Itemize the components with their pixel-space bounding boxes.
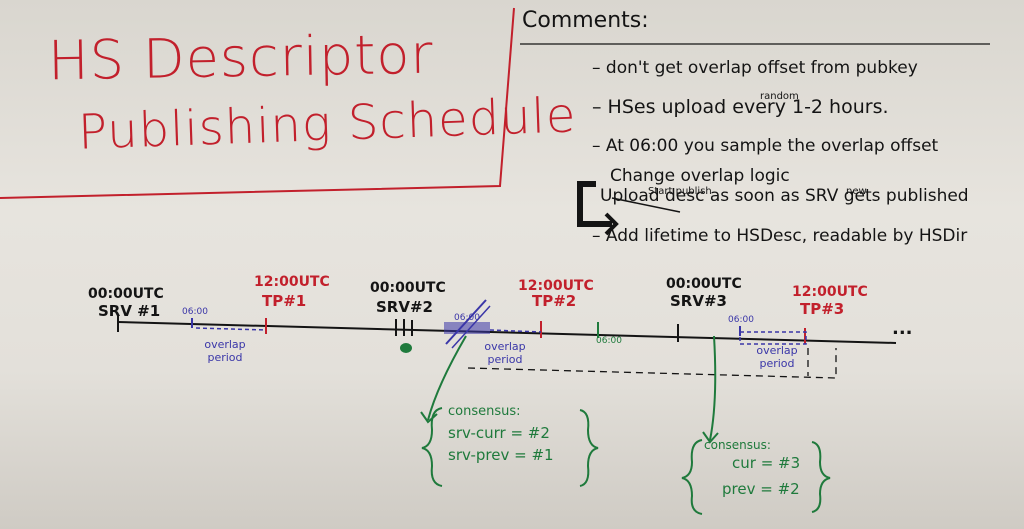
timeline-continuation: ... — [892, 318, 913, 339]
scribble-slash-2 — [451, 305, 491, 349]
tp1-time-label: 12:00UTC — [254, 274, 330, 290]
comment-arrow — [577, 181, 612, 227]
brace-left-2 — [681, 439, 703, 515]
scribble-block — [444, 322, 490, 334]
srv1-label: SRV #1 — [98, 302, 161, 320]
scribble-slash-1 — [445, 299, 487, 345]
timeline-axis — [117, 321, 897, 344]
window-dash — [467, 348, 837, 379]
overlap-period-label-1: overlap period — [204, 338, 246, 364]
tp3-time-label: 12:00UTC — [792, 284, 868, 300]
note-start-publish: Start publish — [648, 186, 712, 197]
tp1-label: TP#1 — [262, 292, 307, 310]
consensus-2-line-1: cur = #3 — [732, 454, 801, 472]
title-line-1: HS Descriptor — [47, 22, 435, 93]
comment-item-3: – At 06:00 you sample the overlap offset — [592, 136, 939, 156]
comment-item-5: Upload desc as soon as SRV gets publishe… — [600, 186, 969, 206]
consensus-1-line-1: srv-curr = #2 — [448, 424, 550, 442]
overlap-dash-1 — [195, 327, 267, 331]
consensus-2-heading: consensus: — [704, 438, 771, 452]
brace-right-1 — [579, 409, 599, 487]
consensus-1-line-2: srv-prev = #1 — [448, 446, 554, 464]
tp2-time-label: 12:00UTC — [518, 278, 594, 294]
tp2-label: TP#2 — [532, 292, 577, 310]
overlap-dash-2 — [489, 329, 542, 333]
consensus-1-heading: consensus: — [448, 404, 521, 419]
arrow-to-group1 — [427, 335, 467, 421]
tick-0600-label-1: 06:00 — [182, 307, 208, 317]
note-new: new — [846, 186, 867, 197]
tick-0600-label-4: 06:00 — [728, 315, 754, 325]
comment-arrow-head — [604, 212, 619, 236]
brace-left-1 — [421, 407, 443, 487]
title-box-outline — [0, 7, 515, 199]
arrow-head-group2 — [702, 431, 719, 444]
arrow-head-group1 — [420, 411, 438, 424]
tick-0600-label-2: 06:00 — [454, 313, 480, 323]
overlap-period-label-2: overlap period — [484, 340, 526, 366]
srv2-time-label: 00:00UTC — [370, 280, 446, 296]
green-blob — [400, 343, 412, 353]
tp3-label: TP#3 — [800, 300, 845, 318]
srv1-time-label: 00:00UTC — [88, 286, 164, 302]
overlap-period-label-3: overlap period — [756, 344, 798, 370]
note-random: random — [760, 91, 799, 102]
srv3-label: SRV#3 — [670, 292, 727, 310]
tick-0600-label-3: 06:00 — [596, 336, 622, 346]
srv2-label: SRV#2 — [376, 298, 433, 316]
overlap-box-3 — [739, 331, 807, 345]
srv3-time-label: 00:00UTC — [666, 276, 742, 292]
arrow-to-group2 — [709, 335, 717, 441]
comment-item-1: – don't get overlap offset from pubkey — [592, 58, 918, 78]
strike-comment-5 — [611, 197, 681, 213]
comment-item-2: – HSes upload every 1-2 hours. — [592, 96, 889, 118]
consensus-2-line-2: prev = #2 — [722, 480, 800, 498]
comments-heading: Comments: — [522, 8, 649, 33]
comment-item-4: Change overlap logic — [610, 166, 790, 186]
comment-item-6: – Add lifetime to HSDesc, readable by HS… — [592, 226, 968, 246]
brace-right-2 — [811, 441, 831, 513]
